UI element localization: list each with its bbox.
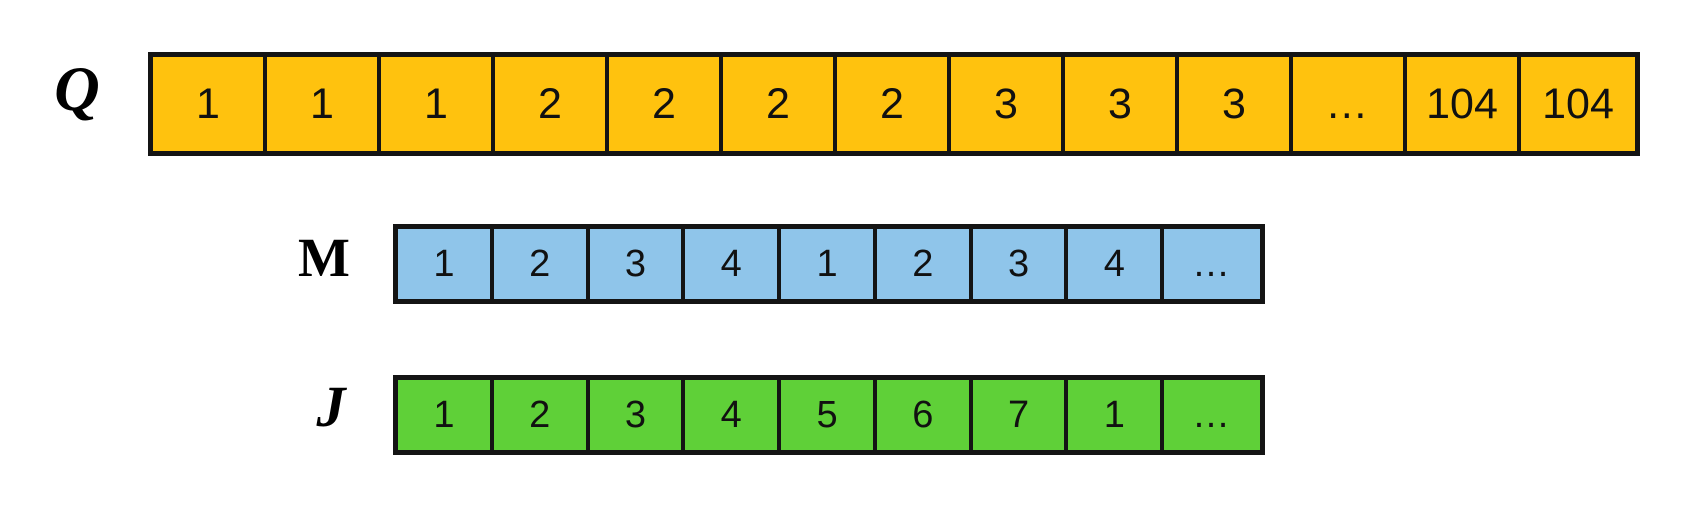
array-cell: 6: [876, 380, 973, 450]
array-cell: 3: [589, 380, 686, 450]
row-label-q: Q: [54, 54, 100, 124]
array-cell: 4: [685, 229, 782, 299]
array-cell: 3: [589, 229, 686, 299]
array-cell: 2: [493, 380, 590, 450]
array-cell: 2: [495, 57, 609, 151]
array-cell: 7: [972, 380, 1069, 450]
row-label-j: J: [316, 374, 346, 439]
array-cell: 104: [1407, 57, 1521, 151]
array-cell: 2: [723, 57, 837, 151]
array-cell-ellipsis: …: [1164, 229, 1260, 299]
array-cell: 1: [153, 57, 267, 151]
array-cell: 1: [1068, 380, 1165, 450]
array-cell: 2: [876, 229, 973, 299]
array-cell-ellipsis: …: [1293, 57, 1407, 151]
array-cell-ellipsis: …: [1164, 380, 1260, 450]
array-cell: 1: [398, 229, 494, 299]
array-cell: 1: [398, 380, 494, 450]
array-cell: 3: [1179, 57, 1293, 151]
array-cell: 1: [267, 57, 381, 151]
array-strip-j: 1 2 3 4 5 6 7 1 …: [393, 375, 1265, 455]
array-cell: 104: [1521, 57, 1635, 151]
array-strip-m: 1 2 3 4 1 2 3 4 …: [393, 224, 1265, 304]
array-cell: 2: [609, 57, 723, 151]
array-cell: 3: [972, 229, 1069, 299]
array-cell: 4: [1068, 229, 1165, 299]
array-cell: 1: [781, 229, 877, 299]
array-cell: 4: [685, 380, 782, 450]
array-cell: 2: [493, 229, 590, 299]
row-label-m: M: [298, 227, 350, 288]
array-cell: 2: [837, 57, 951, 151]
array-cell: 3: [1065, 57, 1179, 151]
array-cell: 5: [781, 380, 877, 450]
array-cell: 1: [381, 57, 495, 151]
array-cell: 3: [951, 57, 1065, 151]
array-strip-q: 1 1 1 2 2 2 2 3 3 3 … 104 104: [148, 52, 1640, 156]
